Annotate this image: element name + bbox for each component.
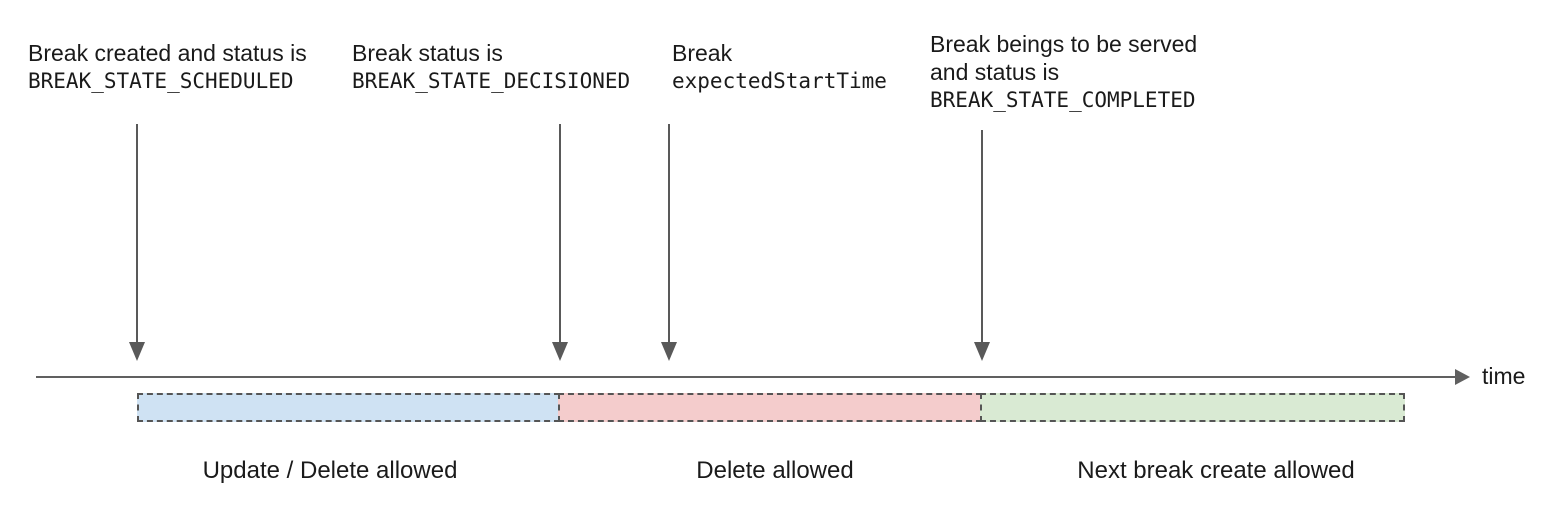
down-arrow-line-completed [981,130,983,342]
annotation-text: Break [672,40,733,66]
annotation-break-scheduled: Break created and status is BREAK_STATE_… [28,39,307,95]
down-arrow-head-icon [129,342,145,361]
annotation-text: Break beings to be served [930,31,1198,57]
down-arrow-line-expected-start [668,124,670,342]
annotation-break-decisioned: Break status is BREAK_STATE_DECISIONED [352,39,630,95]
segment-label-next-break-create: Next break create allowed [1077,457,1355,484]
annotation-text: Break status is [352,40,503,66]
annotation-code-text: BREAK_STATE_DECISIONED [352,69,631,93]
time-axis-label: time [1482,363,1526,389]
annotation-code-text: BREAK_STATE_SCHEDULED [28,69,294,93]
annotation-text: and status is [930,59,1060,85]
annotation-break-completed: Break beings to be served and status is … [930,30,1197,114]
segment-delete-allowed [558,393,982,422]
annotation-text: Break created and status is [28,40,307,66]
annotation-expected-start-time: Break expectedStartTime [672,39,887,95]
down-arrow-head-icon [552,342,568,361]
annotation-code-text: expectedStartTime [672,69,887,93]
down-arrow-head-icon [661,342,677,361]
segment-next-break-create [980,393,1405,422]
down-arrow-line-decisioned [559,124,561,342]
down-arrow-line-scheduled [136,124,138,342]
time-axis-line [36,376,1456,378]
down-arrow-head-icon [974,342,990,361]
segment-label-delete: Delete allowed [696,457,854,484]
time-axis-arrow-icon [1455,369,1470,385]
segment-update-delete-allowed [137,393,560,422]
annotation-code-text: BREAK_STATE_COMPLETED [930,88,1196,112]
segment-label-update-delete: Update / Delete allowed [202,457,458,484]
